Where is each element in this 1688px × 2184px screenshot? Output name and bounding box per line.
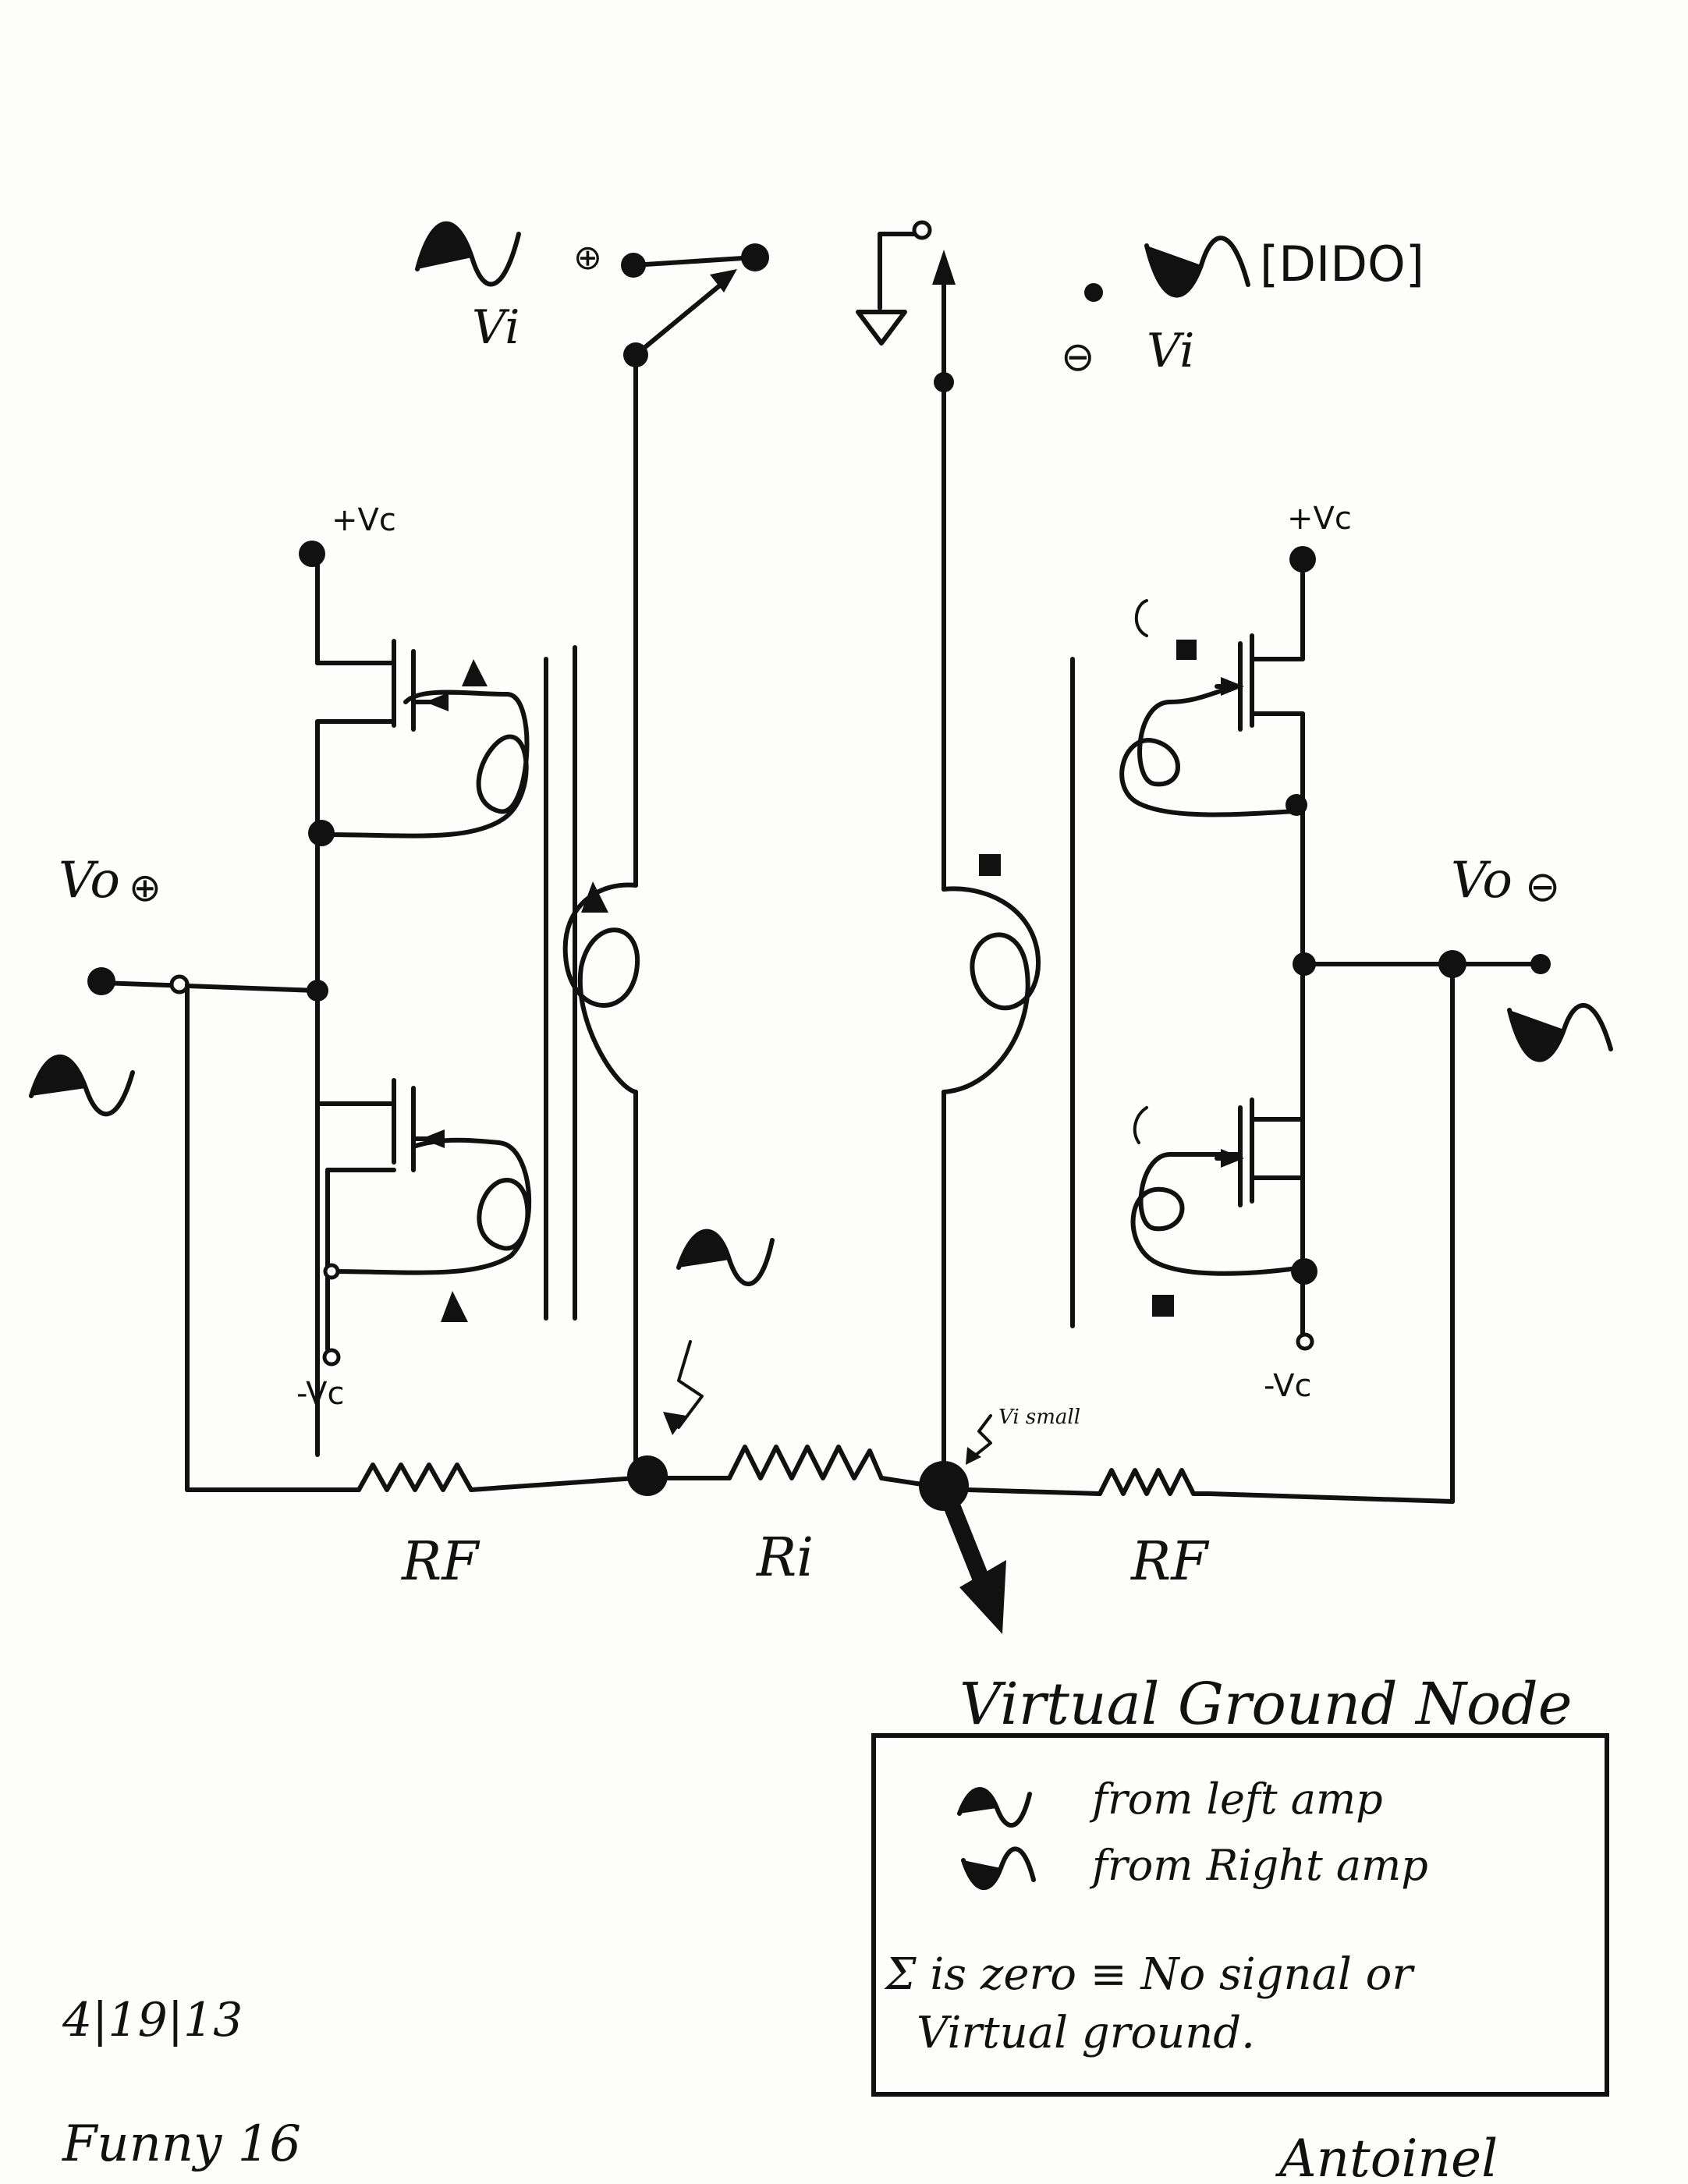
- legend-line-2: from Right amp: [1089, 1841, 1428, 1890]
- legend-line-1: from left amp: [1089, 1774, 1383, 1824]
- phase-marker: [581, 881, 608, 913]
- vi-small-label: Vi small: [998, 1406, 1080, 1429]
- phase-marker: [979, 854, 1001, 876]
- plus-symbol: ⊕: [573, 238, 602, 278]
- dido-label: [DIDO]: [1260, 236, 1424, 292]
- right-output: Vo ⊖: [1302, 852, 1613, 1504]
- resistor-network: RF Ri RF Vi small: [185, 1228, 1455, 1634]
- vi-minus-label: Vi: [1147, 324, 1194, 378]
- resistor-rf-left: [356, 1462, 473, 1492]
- plus-symbol: ⊕: [129, 865, 161, 910]
- vc-minus-right-label: -Vc: [1264, 1368, 1311, 1404]
- left-amplifier: +Vc -Vc: [296, 502, 449, 1457]
- input-switch: ⊕ Vi [DIDO] ⊖ Vi: [415, 220, 1424, 392]
- node: [1286, 794, 1307, 816]
- supply-node: [299, 541, 325, 567]
- phase-marker: [462, 659, 488, 686]
- junction-node: [627, 1455, 668, 1496]
- coil: [562, 882, 640, 1094]
- legend-line-3: Σ is zero ≡ No signal or: [884, 1949, 1415, 2000]
- left-transformer: [321, 645, 640, 1322]
- phase-marker: [1176, 640, 1197, 660]
- node: [741, 243, 769, 271]
- left-output: Vo ⊕: [29, 852, 320, 1492]
- minus-symbol: ⊖: [1525, 862, 1560, 911]
- center-wires: [633, 353, 946, 1488]
- vi-plus-label: Vi: [472, 300, 520, 355]
- node: [308, 820, 335, 846]
- down-arrow-icon: [959, 1560, 1006, 1634]
- legend-line-4: Virtual ground.: [917, 2008, 1255, 2058]
- vo-plus-label: Vo: [59, 852, 120, 909]
- phase-marker: [1152, 1295, 1174, 1317]
- right-amplifier: +Vc -Vc: [1215, 501, 1352, 1404]
- annotation-block: Virtual Ground Node from left amp from R…: [871, 1671, 1609, 2097]
- ground-icon: [856, 310, 907, 346]
- ri-label: Ri: [755, 1527, 814, 1589]
- note-label: Funny 16: [62, 2115, 301, 2173]
- rf-left-label: RF: [400, 1531, 481, 1593]
- supply-node: [1289, 546, 1316, 573]
- legend-box: [871, 1733, 1609, 2097]
- vc-minus-left-label: -Vc: [296, 1376, 344, 1412]
- sine-wave-fill: [417, 223, 472, 269]
- resistor-ri: [727, 1445, 884, 1480]
- vc-plus-right-label: +Vc: [1287, 501, 1352, 537]
- vc-plus-left-label: +Vc: [332, 502, 396, 538]
- resistor-rf-right: [1098, 1468, 1211, 1496]
- footer: 4|19|13 Funny 16 Antoinel: [62, 1993, 1498, 2184]
- coil: [942, 886, 1041, 1094]
- rf-right-label: RF: [1129, 1531, 1210, 1593]
- vo-minus-label: Vo: [1451, 852, 1512, 909]
- output-terminal: [1530, 954, 1551, 974]
- right-transformer: [942, 599, 1305, 1328]
- virtual-ground-title: Virtual Ground Node: [959, 1671, 1573, 1738]
- date-label: 4|19|13: [62, 1993, 243, 2048]
- signature: Antoinel: [1275, 2129, 1498, 2184]
- node: [1291, 1258, 1317, 1285]
- phase-marker: [441, 1291, 468, 1322]
- minus-symbol: ⊖: [1061, 334, 1095, 381]
